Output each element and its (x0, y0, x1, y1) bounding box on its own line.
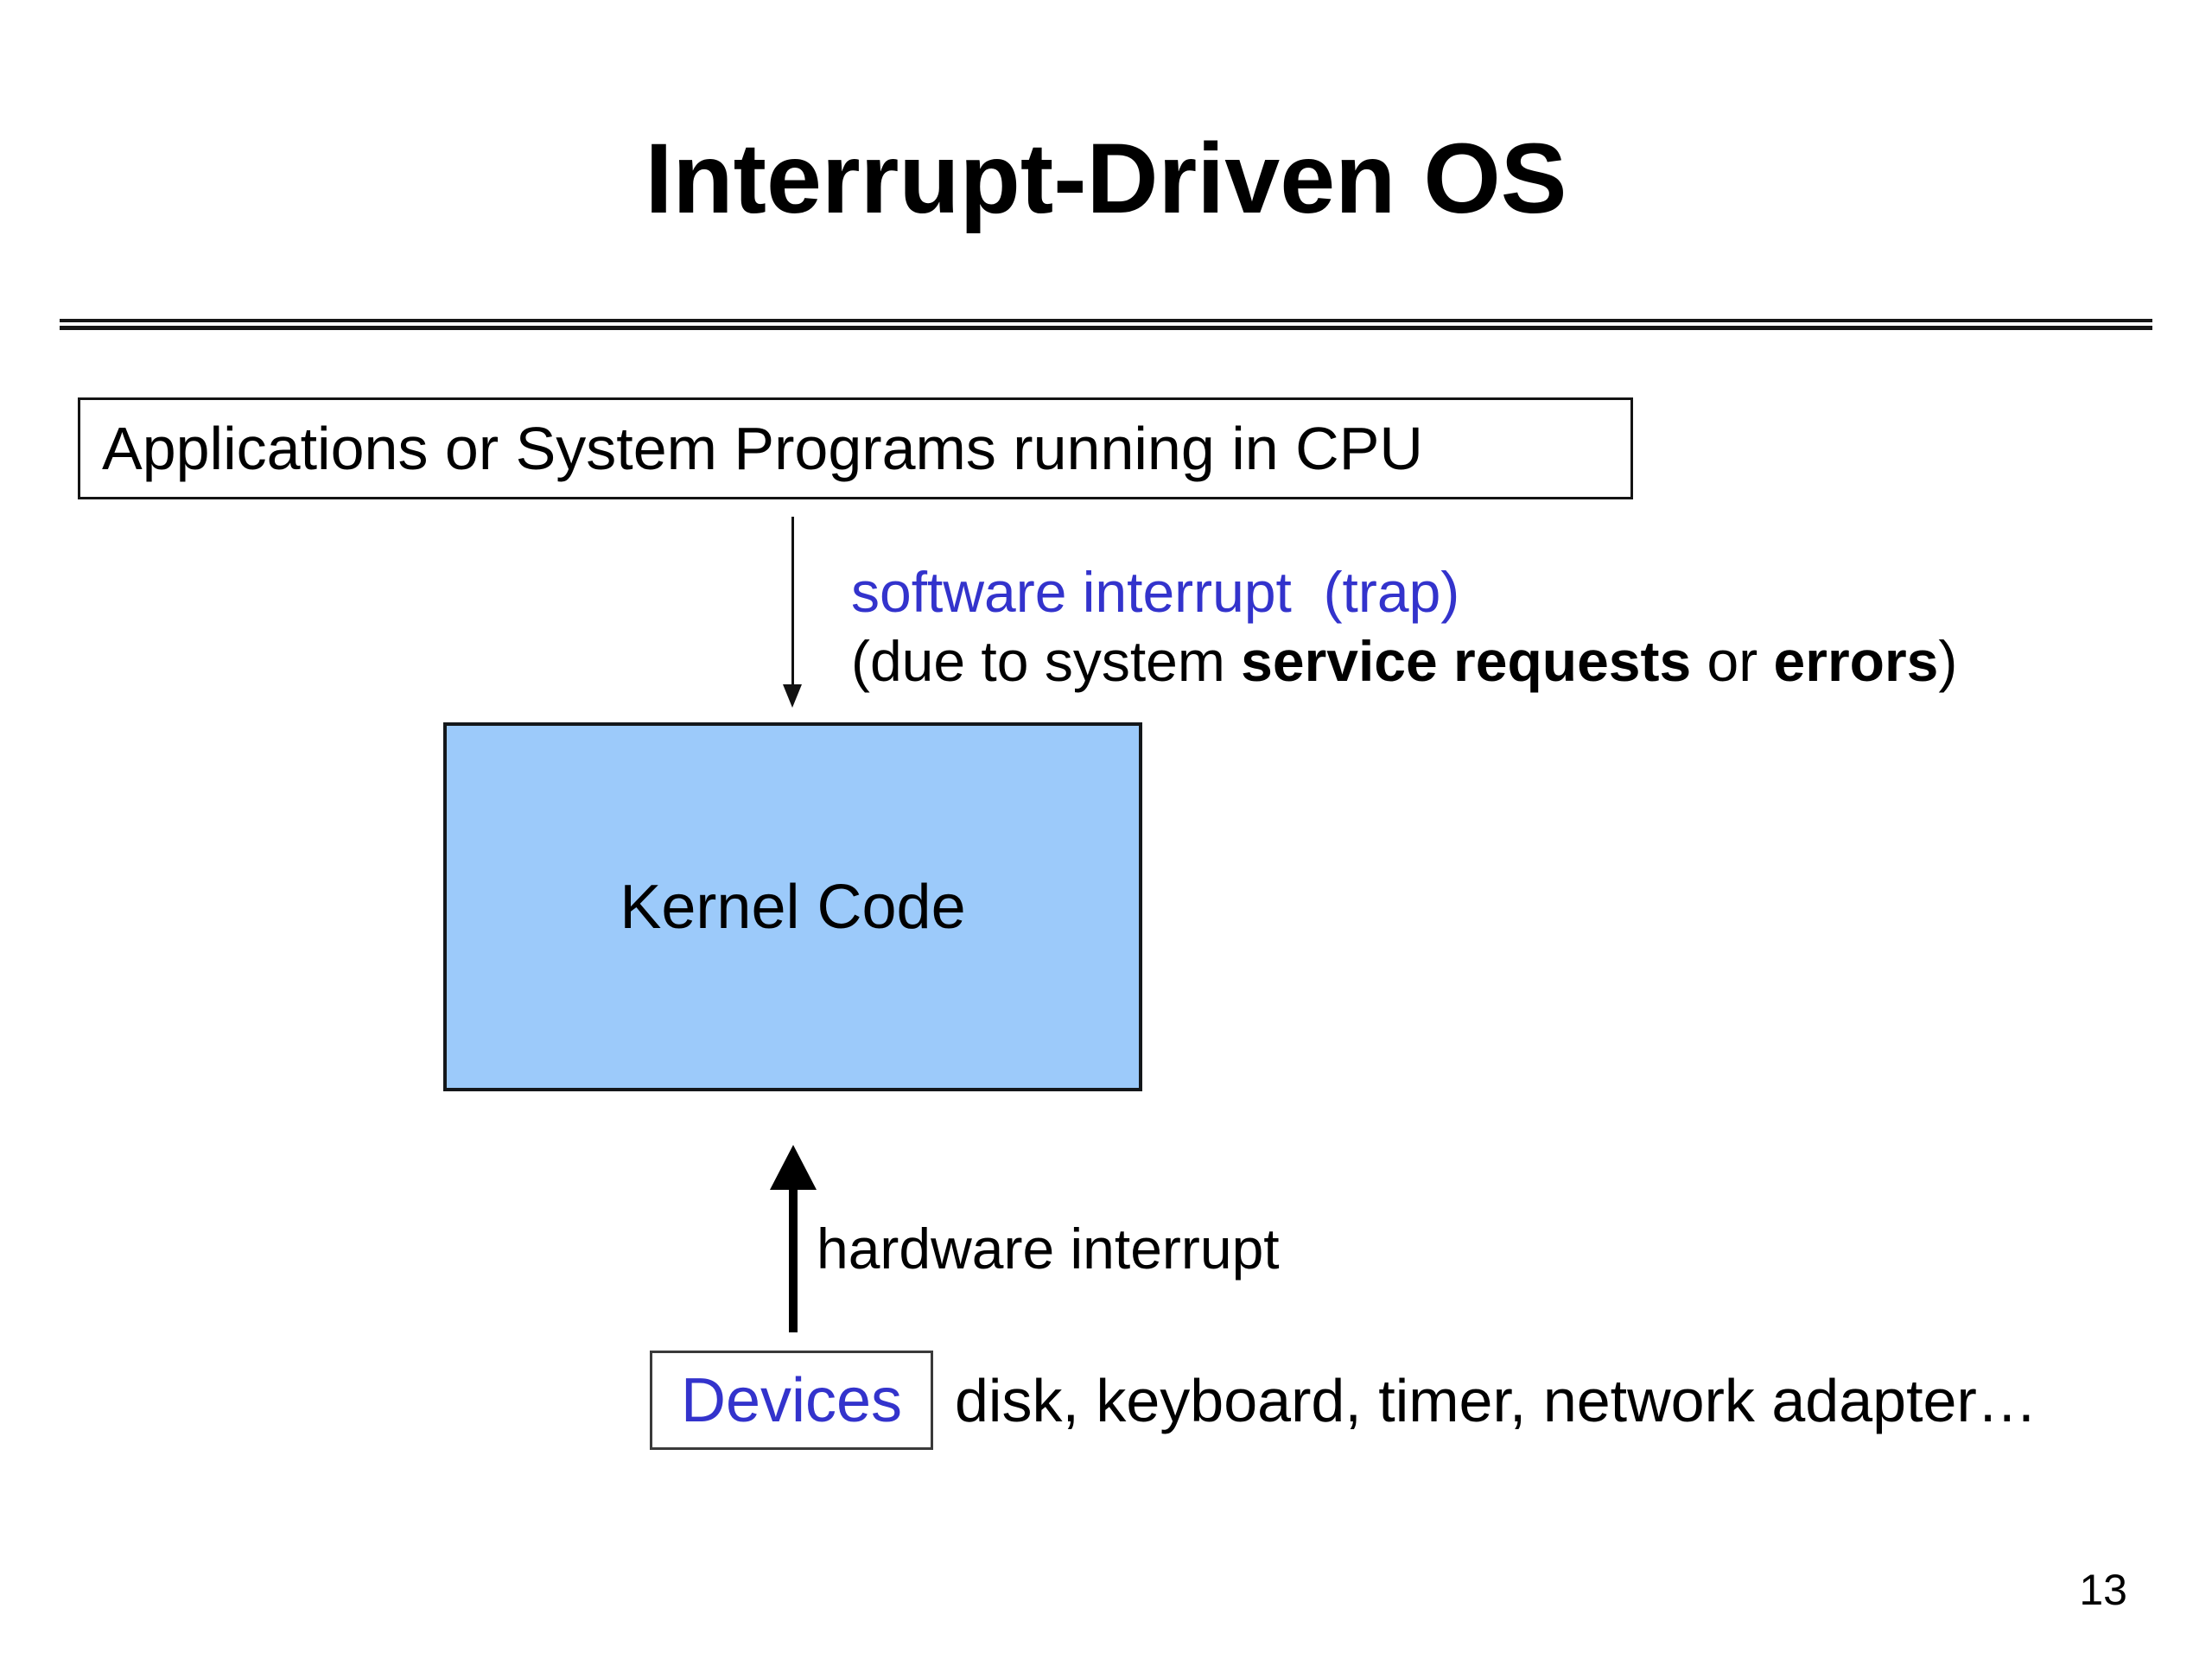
down-arrow-icon (791, 517, 794, 687)
kernel-code-box: Kernel Code (443, 722, 1142, 1091)
software-interrupt-cause-label: (due to system service requests or error… (851, 629, 1958, 693)
up-arrow-head-icon (770, 1145, 817, 1190)
applications-cpu-box: Applications or System Programs running … (78, 397, 1633, 499)
kernel-code-box-label: Kernel Code (620, 872, 966, 942)
applications-cpu-box-label: Applications or System Programs running … (102, 415, 1423, 482)
software-interrupt-label-group: software interrupt (trap) (due to system… (851, 557, 1957, 696)
devices-box-label: Devices (680, 1365, 903, 1435)
divider-rule-bottom (60, 326, 2152, 330)
title-divider (60, 319, 2152, 330)
page-number: 13 (2079, 1566, 2127, 1614)
devices-box: Devices (650, 1351, 933, 1450)
down-arrow-head-icon (783, 684, 802, 708)
hardware-interrupt-label: hardware interrupt (817, 1217, 1280, 1281)
up-arrow-icon (789, 1185, 798, 1332)
slide-title: Interrupt-Driven OS (645, 124, 1567, 234)
divider-rule-top (60, 319, 2152, 322)
devices-examples-label: disk, keyboard, timer, network adapter… (955, 1366, 2037, 1434)
software-interrupt-label: software interrupt (trap) (851, 560, 1460, 624)
